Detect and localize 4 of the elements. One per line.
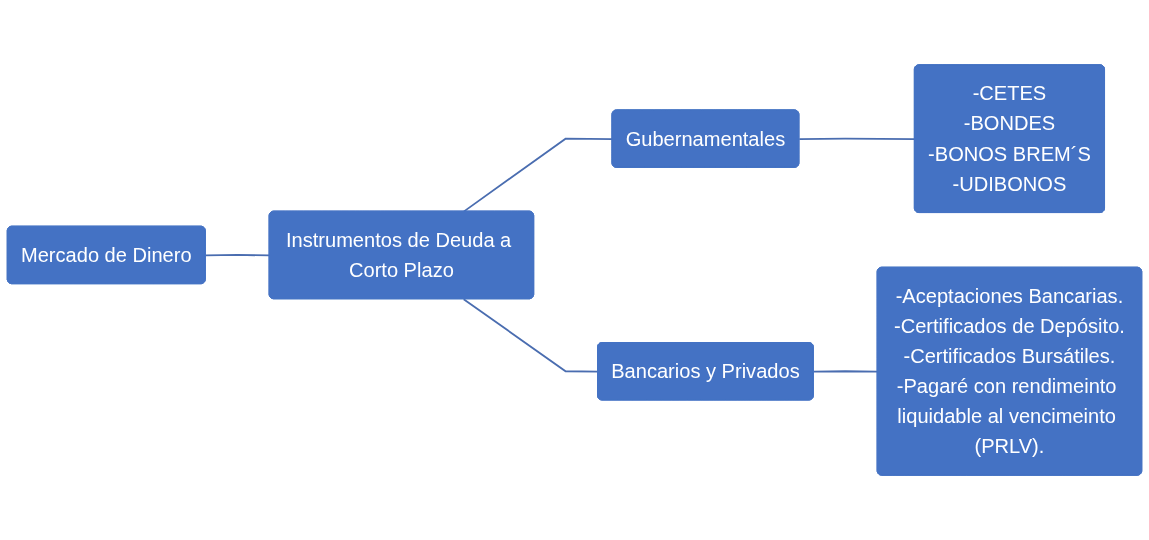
connector [204, 254, 271, 257]
connector [812, 370, 879, 373]
connector [798, 137, 916, 141]
connector [462, 298, 599, 373]
